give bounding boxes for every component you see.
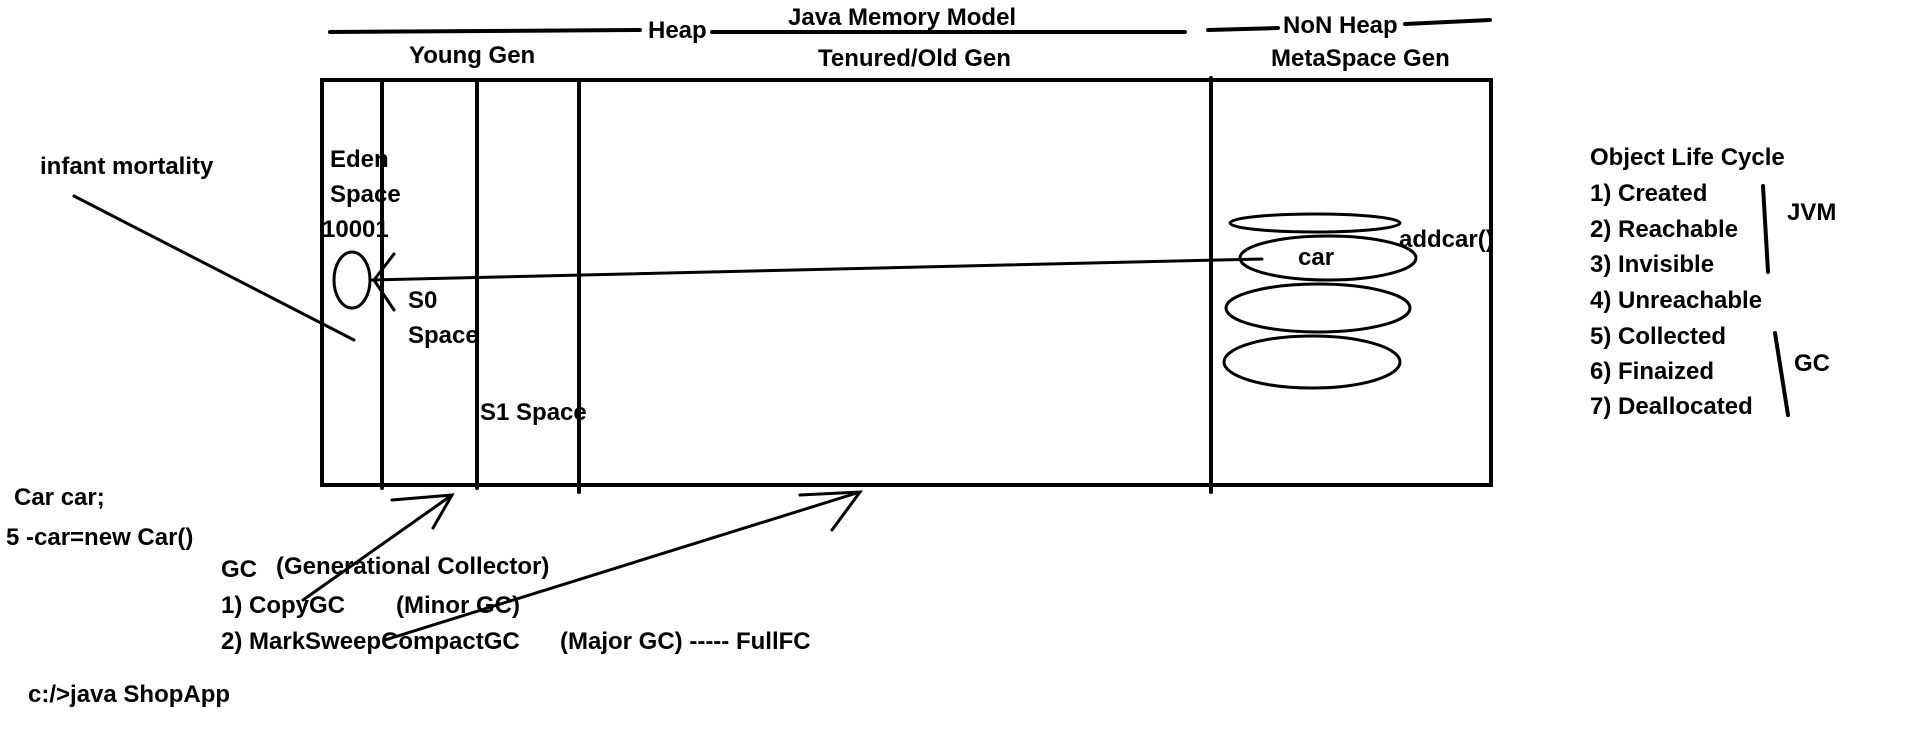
lifecycle-stage-4: 4) Unreachable <box>1590 287 1763 314</box>
gc-heading: GC <box>221 556 257 583</box>
non-heap-label: NoN Heap <box>1283 12 1398 39</box>
s0-label-line-1: S0 <box>408 287 438 314</box>
gc-item-copygc: 1) CopyGC <box>221 592 346 619</box>
lifecycle-stage-7: 7) Deallocated <box>1590 393 1753 420</box>
gc-item-marksweep: 2) MarkSweepCompactGC <box>221 628 520 655</box>
diagram-title: Java Memory Model <box>788 4 1017 31</box>
lifecycle-stage-2: 2) Reachable <box>1590 216 1739 243</box>
command-line: c:/>java ShopApp <box>28 681 231 708</box>
memory-box <box>320 78 1493 487</box>
lifecycle-stage-6: 6) Finaized <box>1590 358 1715 385</box>
eden-label-line-3: 10001 <box>322 216 389 243</box>
gc-description: (Generational Collector) <box>276 553 550 580</box>
jvm-label: JVM <box>1787 199 1837 226</box>
nonheap-bracket-line-right <box>1403 18 1492 26</box>
infant-mortality-label: infant mortality <box>40 153 214 180</box>
car-class-label: car <box>1298 244 1335 271</box>
copygc-arrow-head <box>390 493 455 530</box>
reference-arrow-head <box>372 252 396 312</box>
heap-bracket-line-left <box>328 28 642 34</box>
s0-label-line-2: Space <box>408 322 479 349</box>
majorgc-arrow-line <box>383 490 862 642</box>
lifecycle-stage-3: 3) Invisible <box>1590 251 1715 278</box>
gc-lifecycle-label: GC <box>1794 350 1830 377</box>
code-line-2: 5 -car=new Car() <box>6 524 194 551</box>
infant-mortality-pointer <box>72 194 356 342</box>
gc-bracket <box>1773 331 1790 417</box>
metaspace-ellipse-1 <box>1228 212 1402 234</box>
jvm-bracket <box>1761 184 1770 274</box>
lifecycle-stage-5: 5) Collected <box>1590 323 1727 350</box>
eden-object-circle <box>332 250 372 310</box>
nonheap-bracket-line-left <box>1206 26 1280 32</box>
lifecycle-title: Object Life Cycle <box>1590 144 1785 171</box>
lifecycle-stage-1: 1) Created <box>1590 180 1708 207</box>
gc-item-marksweep-note: (Major GC) ----- FullFC <box>560 628 811 655</box>
reference-arrow-line <box>370 257 1264 282</box>
heap-label: Heap <box>648 17 707 44</box>
eden-label-line-2: Space <box>330 181 401 208</box>
code-line-1: Car car; <box>14 484 105 511</box>
s1-label: S1 Space <box>480 399 587 426</box>
majorgc-arrow-head <box>798 490 864 532</box>
metaspace-ellipse-3 <box>1224 282 1412 334</box>
metaspace-gen-label: MetaSpace Gen <box>1271 45 1450 72</box>
addcar-method-label: addcar() <box>1399 226 1494 253</box>
metaspace-ellipse-car <box>1238 234 1418 282</box>
metaspace-ellipse-4 <box>1222 334 1402 390</box>
tenured-gen-label: Tenured/Old Gen <box>818 45 1011 72</box>
young-gen-label: Young Gen <box>409 42 536 69</box>
eden-label-line-1: Eden <box>330 146 389 173</box>
copygc-arrow-line <box>301 493 454 602</box>
gc-item-copygc-note: (Minor GC) <box>396 592 520 619</box>
